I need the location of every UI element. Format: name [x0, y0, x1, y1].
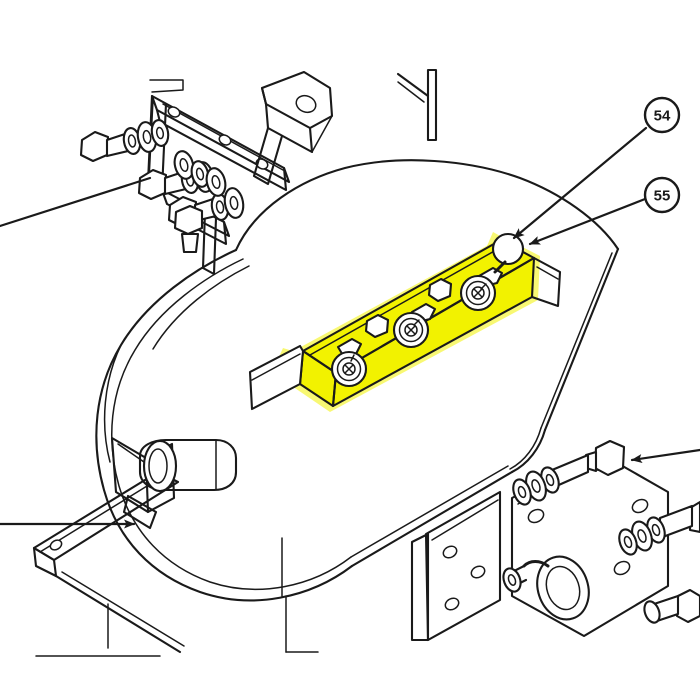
callout-55-balloon[interactable]	[643, 176, 681, 214]
rail-nuts	[364, 277, 453, 339]
callout-55-number: 55	[654, 188, 671, 205]
callout-54-number: 54	[654, 108, 671, 125]
callout-54-balloon[interactable]	[643, 96, 681, 134]
callout-54-leader	[512, 126, 648, 240]
rail-end-bolt-head	[491, 232, 525, 274]
rail-fastener-2	[392, 302, 437, 349]
hardware-stack-upper-left	[79, 119, 170, 163]
flange-bolt-stack-mid	[618, 500, 700, 556]
callout-55[interactable]: 55	[528, 176, 681, 246]
clamp-ring	[506, 555, 590, 621]
bracket-washer-cluster	[173, 150, 227, 197]
base-frame	[32, 436, 287, 654]
callout-54[interactable]: 54	[512, 96, 681, 240]
gusset-lug	[252, 70, 334, 186]
callout-55-leader	[528, 197, 647, 246]
leader-right-bolt	[630, 448, 700, 463]
base-leg-center	[35, 651, 319, 657]
mounting-rail	[248, 238, 562, 411]
vertical-post	[396, 68, 438, 142]
flange-bolt-lower-right	[643, 588, 700, 624]
leader-left-edge	[0, 176, 152, 228]
flange-bolt-stack-upper	[512, 439, 626, 506]
hardware-bolt-vertical	[173, 204, 204, 254]
unlabeled-leaders	[0, 176, 700, 529]
rail-fastener-1	[330, 337, 368, 388]
drum-assembly	[95, 159, 620, 602]
